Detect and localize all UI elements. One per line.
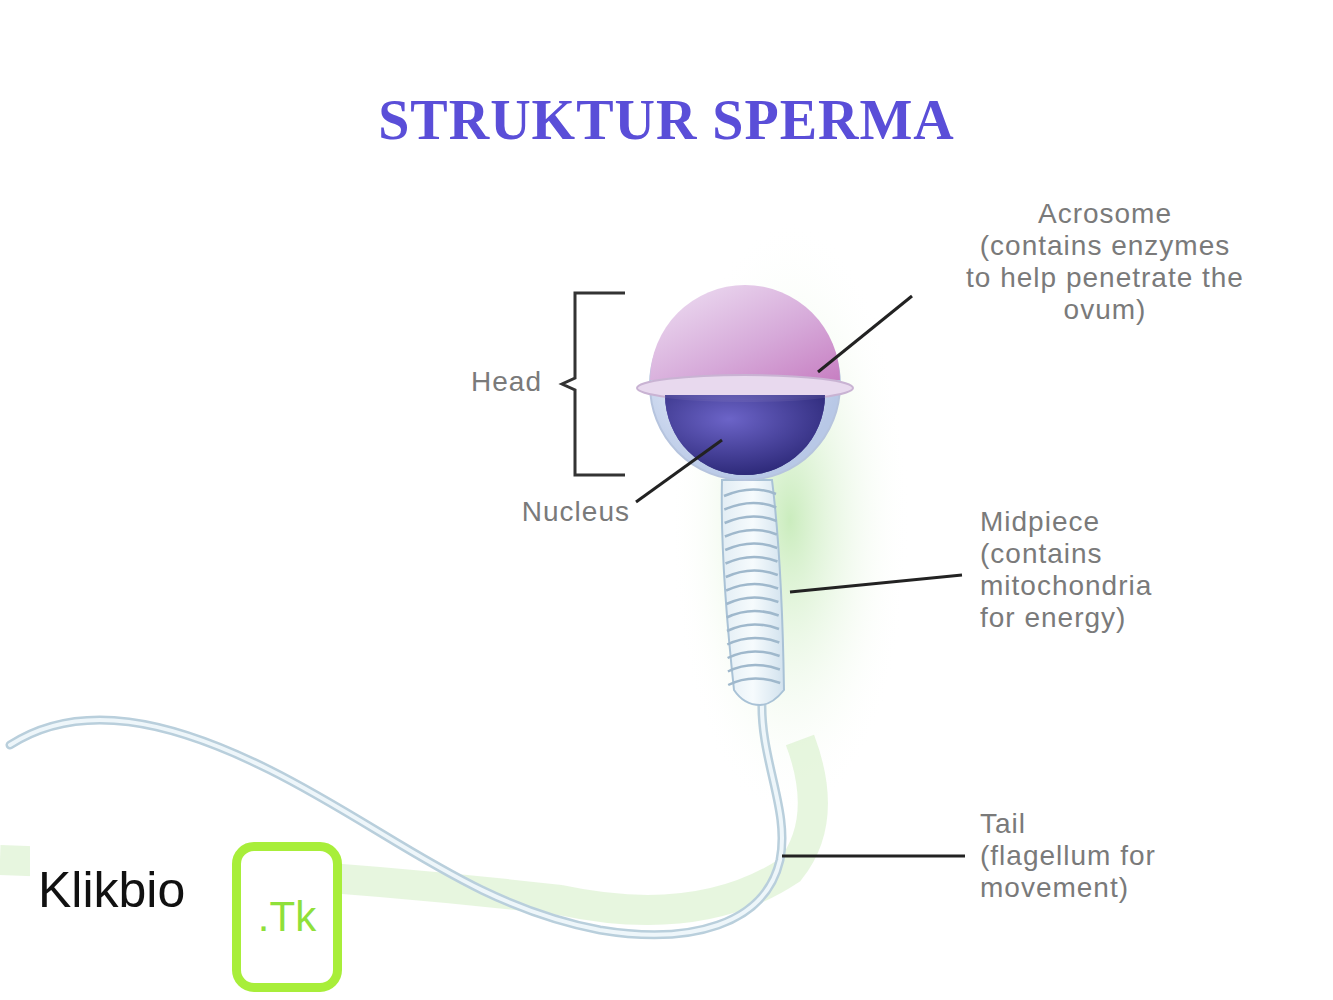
coil-stroke bbox=[727, 638, 779, 645]
coil-stroke bbox=[725, 543, 777, 550]
watermark: Klikbio bbox=[38, 860, 233, 920]
coil-stroke bbox=[725, 516, 777, 523]
coil-stroke bbox=[728, 665, 780, 672]
coil-stroke bbox=[725, 530, 777, 537]
coil-stroke bbox=[728, 651, 780, 658]
leader-line bbox=[636, 440, 722, 502]
coil-stroke bbox=[724, 503, 776, 510]
coil-stroke bbox=[724, 489, 776, 496]
coil-stroke bbox=[726, 557, 778, 564]
part-label: Midpiece bbox=[980, 506, 1280, 538]
coil-stroke bbox=[726, 584, 778, 591]
coil-stroke bbox=[726, 597, 778, 604]
tail-highlight bbox=[10, 700, 782, 935]
coil-stroke bbox=[726, 570, 778, 577]
head-bracket bbox=[562, 293, 625, 475]
part-label: Acrosome bbox=[915, 198, 1295, 230]
leader-line bbox=[790, 575, 962, 592]
coil-stroke bbox=[728, 678, 780, 685]
badge-text: .Tk bbox=[258, 893, 316, 941]
part-label: Head bbox=[380, 366, 542, 398]
part-label: Nucleus bbox=[440, 496, 630, 528]
leader-line bbox=[782, 855, 965, 858]
part-label: (contains mitochondria for energy) bbox=[980, 538, 1180, 634]
watermark-panel bbox=[30, 838, 342, 994]
part-label: (flagellum for movement) bbox=[980, 840, 1185, 904]
watermark-badge: .Tk bbox=[232, 842, 342, 992]
tail-flagellum bbox=[10, 700, 782, 935]
part-label: (contains enzymes to help penetrate the … bbox=[965, 230, 1245, 326]
part-label: Tail bbox=[980, 808, 1180, 840]
title: STRUKTUR SPERMA bbox=[0, 88, 1333, 152]
coil-stroke bbox=[727, 624, 779, 631]
midpiece-body bbox=[722, 480, 784, 705]
leader-line bbox=[818, 296, 912, 372]
coil-stroke bbox=[727, 611, 779, 618]
mitochondria-coils bbox=[724, 489, 780, 685]
acrosome-cap bbox=[650, 285, 840, 380]
